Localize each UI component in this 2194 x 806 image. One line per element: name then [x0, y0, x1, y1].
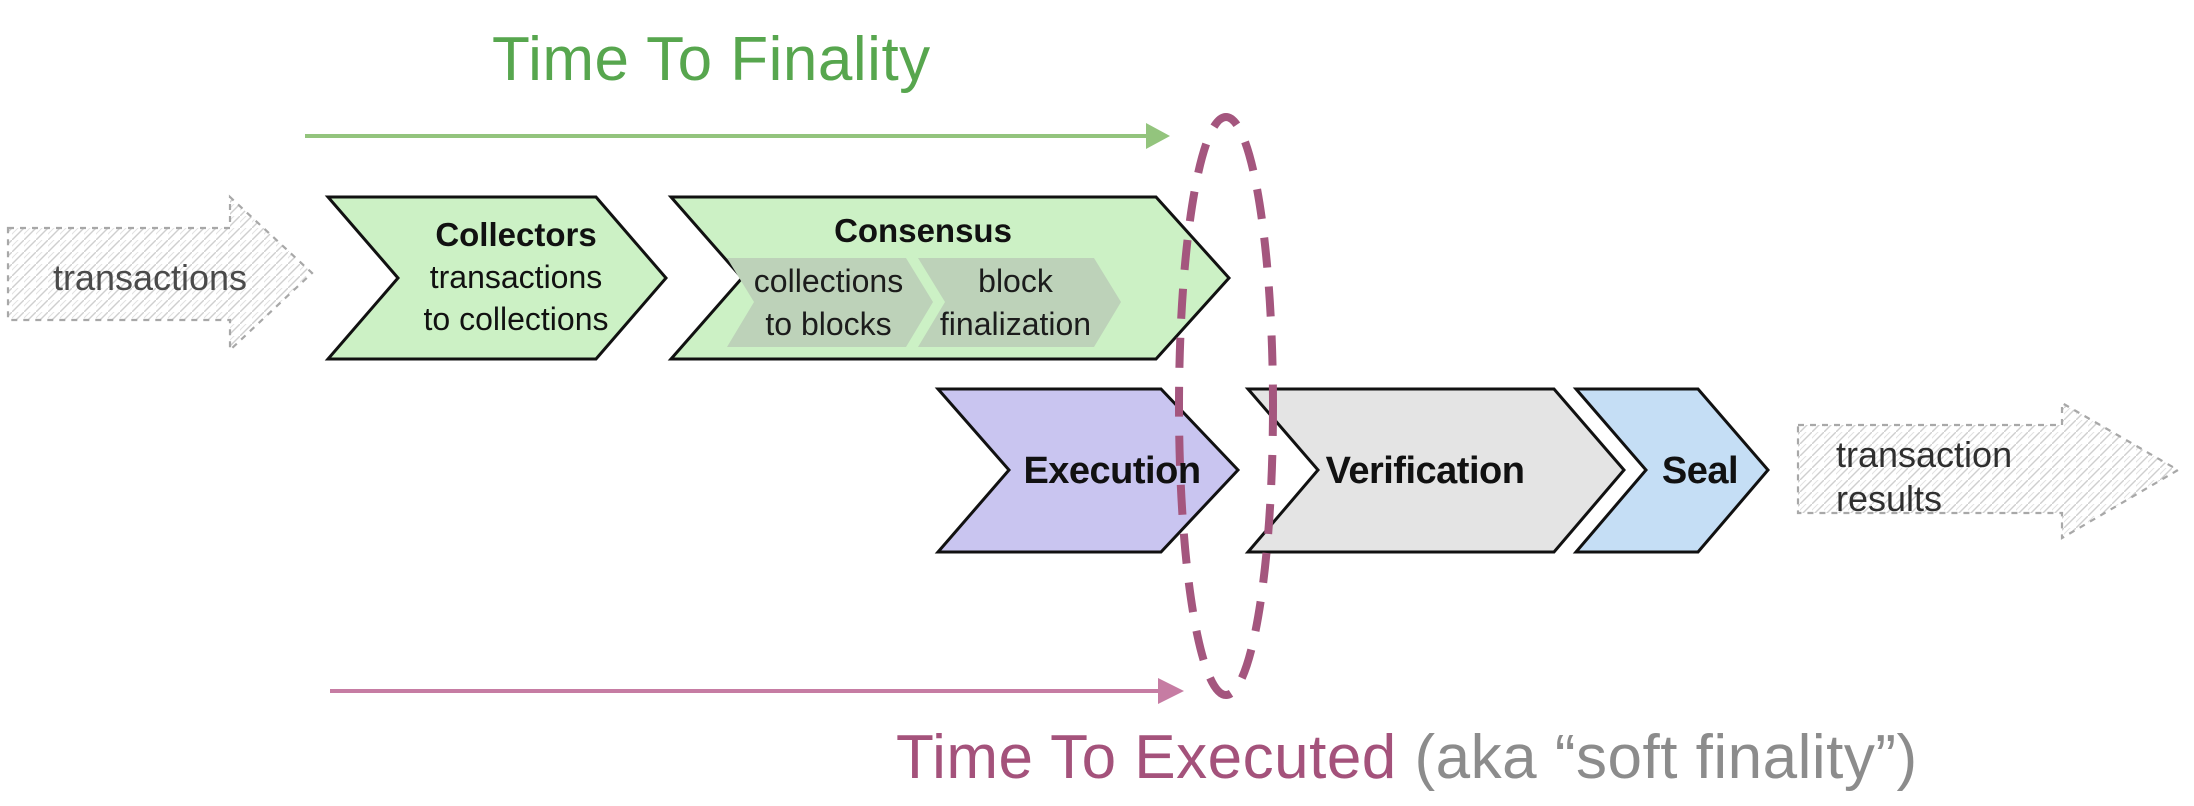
- transactions-input-arrow-shape: [6, 194, 314, 353]
- substage-2-line2: finalization: [939, 306, 1092, 342]
- collectors-subtitle-line1: transactions: [429, 259, 603, 295]
- time-to-executed-title: Time To Executed (aka “soft finality”): [896, 722, 1918, 793]
- consensus-substage-2-chevron: [918, 258, 1121, 347]
- soft-finality-note: (aka “soft finality”): [1396, 723, 1918, 792]
- collectors-subtitle-line2: to collections: [423, 301, 609, 337]
- results-line2: results: [1836, 478, 1943, 519]
- execution-chevron: [934, 387, 1241, 554]
- results-output-arrow-shape: [1796, 401, 2181, 540]
- soft-finality-ellipse: [1175, 113, 1277, 699]
- time-to-finality-arrowhead-icon: [1146, 123, 1170, 149]
- transaction-results-label: transaction results: [1836, 433, 2012, 521]
- collectors-label: Collectors transactions to collections: [386, 214, 646, 340]
- substage-2-line1: block: [978, 263, 1053, 299]
- consensus-substage-1-chevron: [727, 258, 933, 347]
- substage-1-line2: to blocks: [765, 306, 892, 342]
- execution-title: Execution: [1023, 450, 1201, 492]
- collectors-title: Collectors: [435, 216, 597, 253]
- transactions-label: transactions: [52, 257, 248, 298]
- collectors-chevron: [324, 195, 668, 361]
- consensus-substage-2-label: block finalization: [903, 260, 1128, 346]
- consensus-title: Consensus: [834, 212, 1012, 249]
- results-line1: transaction: [1836, 434, 2013, 475]
- substage-1-line1: collections: [753, 263, 904, 299]
- time-to-finality-title: Time To Finality: [492, 25, 931, 94]
- seal-title: Seal: [1661, 450, 1739, 492]
- verification-title: Verification: [1325, 450, 1525, 492]
- time-to-executed-arrowhead-icon: [1158, 678, 1184, 704]
- verification-chevron: [1244, 387, 1626, 554]
- seal-chevron: [1572, 387, 1770, 554]
- time-to-executed-text: Time To Executed: [896, 723, 1397, 792]
- consensus-substage-1-label: collections to blocks: [716, 260, 941, 346]
